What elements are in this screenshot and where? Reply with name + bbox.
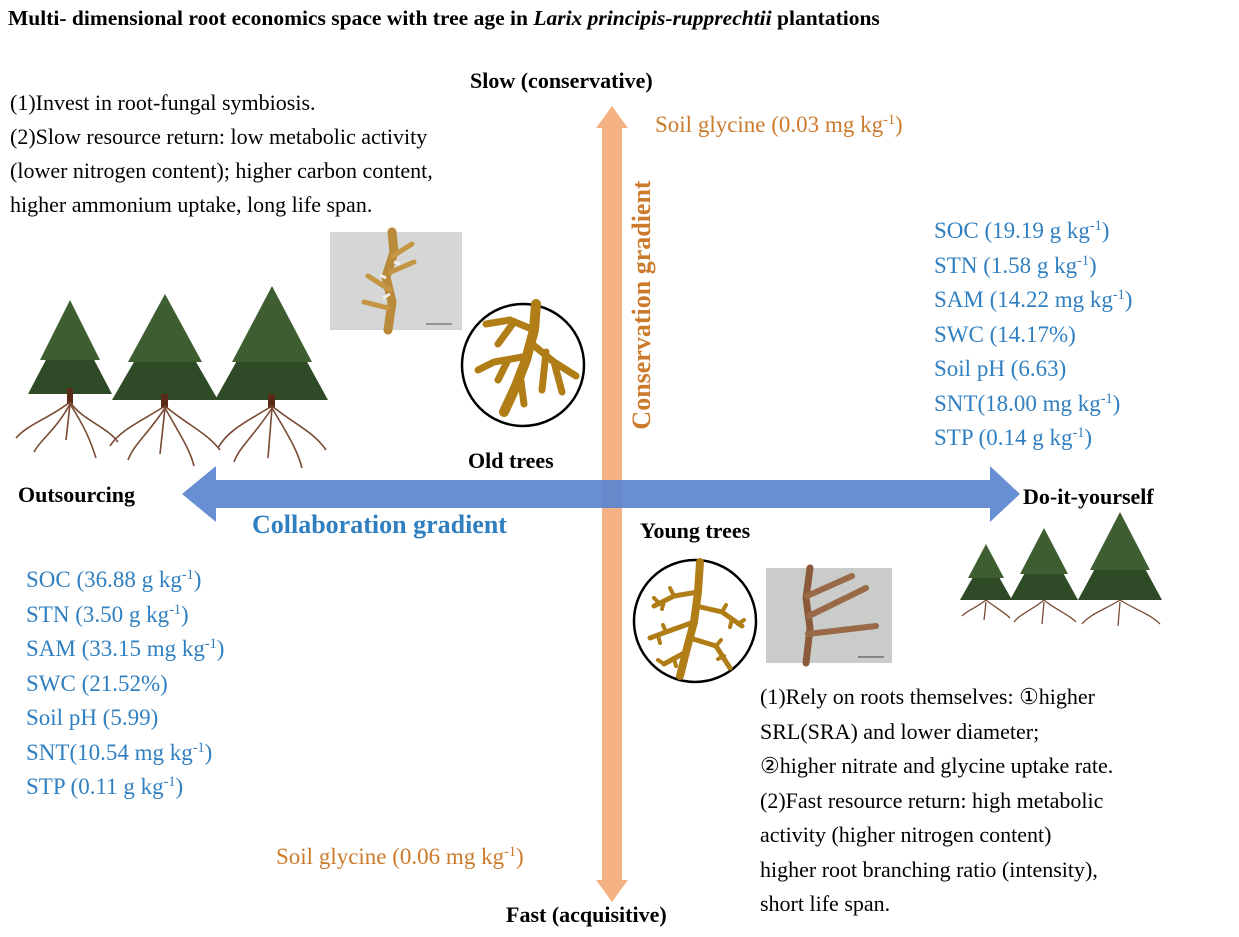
young-trait-line: (2)Fast resource return: high metabolic bbox=[760, 787, 1104, 813]
soil-item-text: SOC (36.88 g kg bbox=[26, 567, 182, 592]
soil-item-superscript: -1 bbox=[1089, 218, 1102, 235]
collaboration-gradient-label: Collaboration gradient bbox=[252, 510, 507, 539]
young-larch-tree-icon bbox=[960, 544, 1012, 621]
soil-item-superscript: -1 bbox=[1112, 287, 1125, 304]
old-larch-tree-icon bbox=[15, 300, 119, 459]
soil-item-text: SOC (19.19 g kg bbox=[934, 218, 1090, 243]
soil-item-text: SAM (33.15 mg kg bbox=[26, 636, 205, 661]
soil-item-text: SAM (14.22 mg kg bbox=[934, 287, 1113, 312]
young-trait-line: SRL(SRA) and lower diameter; bbox=[760, 718, 1040, 744]
old-larch-tree-icon bbox=[215, 286, 328, 469]
young-root-schematic-icon bbox=[632, 558, 758, 684]
old-trees-label: Old trees bbox=[468, 448, 554, 473]
soil-item: Soil pH (6.63) bbox=[934, 352, 1132, 387]
soil-item-text: ) bbox=[1101, 218, 1110, 243]
old-trait-line: (2)Slow resource return: low metabolic a… bbox=[10, 124, 428, 149]
soil-glycine-young: Soil glycine (0.06 mg kg-1) bbox=[276, 844, 524, 870]
soil-item-superscript: -1 bbox=[1077, 252, 1089, 269]
young-trees-traits: (1)Rely on roots themselves: ①higher SRL… bbox=[760, 680, 1113, 922]
soil-item: Soil pH (5.99) bbox=[26, 701, 224, 736]
soil-glycine-young-sup: -1 bbox=[504, 844, 516, 861]
soil-glycine-young-text: Soil glycine (0.06 mg kg bbox=[276, 844, 505, 869]
young-trait-line: activity (higher nitrogen content) bbox=[760, 822, 1052, 847]
young-trait-line: higher root branching ratio (intensity), bbox=[760, 856, 1098, 882]
old-root-schematic-icon bbox=[460, 299, 586, 428]
old-larch-tree-icon bbox=[109, 294, 221, 467]
old-trees-traits: (1)Invest in root-fungal symbiosis. (2)S… bbox=[10, 86, 433, 222]
soil-item-text: ) bbox=[175, 774, 184, 799]
young-trait-line: (1)Rely on roots themselves: ①higher bbox=[760, 684, 1095, 709]
soil-item-text: STP (0.14 g kg bbox=[934, 425, 1073, 450]
soil-item-text: ) bbox=[1124, 287, 1133, 312]
axis-label-left: Outsourcing bbox=[18, 482, 135, 507]
young-root-micrograph bbox=[766, 564, 892, 667]
old-trait-line: (1)Invest in root-fungal symbiosis. bbox=[10, 90, 316, 115]
soil-item: SWC (21.52%) bbox=[26, 667, 224, 702]
soil-item: SAM (33.15 mg kg-1) bbox=[26, 632, 224, 667]
soil-item: STP (0.11 g kg-1) bbox=[26, 770, 224, 805]
figure-title: Multi- dimensional root economics space … bbox=[8, 6, 1238, 31]
young-larch-tree-icon bbox=[1010, 528, 1078, 625]
soil-item: SOC (19.19 g kg-1) bbox=[934, 214, 1132, 249]
soil-glycine-old: Soil glycine (0.03 mg kg-1) bbox=[655, 112, 903, 138]
soil-item-text: ) bbox=[181, 601, 189, 627]
axis-label-right: Do-it-yourself bbox=[1023, 484, 1154, 509]
soil-item: STN (3.50 g kg-1) bbox=[26, 598, 224, 633]
horizontal-arrow-shape bbox=[182, 466, 1020, 522]
soil-item-text: ) bbox=[216, 636, 225, 661]
soil-item-text: SNT(18.00 mg kg bbox=[934, 390, 1101, 416]
axis-label-top: Slow (conservative) bbox=[470, 68, 653, 93]
soil-item-superscript: -1 bbox=[1072, 425, 1085, 442]
young-trees-label: Young trees bbox=[640, 518, 751, 543]
old-root-micrograph bbox=[330, 227, 462, 335]
soil-item-superscript: -1 bbox=[169, 601, 181, 618]
soil-item: SWC (14.17%) bbox=[934, 318, 1132, 353]
soil-glycine-old-text: Soil glycine (0.03 mg kg bbox=[655, 112, 884, 137]
soil-item-text: ) bbox=[204, 739, 213, 765]
soil-item-text: STN (3.50 g kg bbox=[26, 601, 170, 627]
soil-glycine-young-close: ) bbox=[515, 844, 524, 869]
soil-item-text: ) bbox=[193, 567, 202, 592]
conservation-gradient-label: Conservation gradient bbox=[627, 180, 656, 430]
soil-item-text: ) bbox=[1084, 425, 1092, 450]
old-trait-line: (lower nitrogen content); higher carbon … bbox=[10, 158, 433, 183]
soil-item-text: Soil pH (5.99) bbox=[26, 705, 159, 730]
right-soil-properties: SOC (19.19 g kg-1) STN (1.58 g kg-1) SAM… bbox=[934, 214, 1132, 456]
soil-item-text: SWC (14.17%) bbox=[934, 321, 1076, 347]
soil-item: SAM (14.22 mg kg-1) bbox=[934, 283, 1132, 318]
soil-item-superscript: -1 bbox=[163, 774, 176, 791]
old-larch-trees-illustration bbox=[15, 286, 328, 469]
soil-item-text: ) bbox=[1089, 252, 1097, 278]
soil-item-superscript: -1 bbox=[1100, 390, 1113, 407]
axis-label-bottom: Fast (acquisitive) bbox=[506, 902, 667, 927]
soil-item: SOC (36.88 g kg-1) bbox=[26, 563, 224, 598]
soil-item-text: ) bbox=[1112, 390, 1121, 416]
soil-item-text: STP (0.11 g kg bbox=[26, 774, 164, 799]
young-larch-tree-icon bbox=[1078, 512, 1162, 627]
old-trait-line: higher ammonium uptake, long life span. bbox=[10, 192, 373, 217]
soil-item: SNT(10.54 mg kg-1) bbox=[26, 736, 224, 771]
title-species: Larix principis-rupprechtii bbox=[533, 6, 772, 30]
soil-item: STP (0.14 g kg-1) bbox=[934, 421, 1132, 456]
title-suffix: plantations bbox=[771, 6, 880, 30]
soil-item-text: Soil pH (6.63) bbox=[934, 356, 1067, 381]
young-larch-trees-illustration bbox=[960, 512, 1162, 627]
young-trait-line: short life span. bbox=[760, 891, 891, 916]
soil-item: STN (1.58 g kg-1) bbox=[934, 249, 1132, 284]
soil-item-superscript: -1 bbox=[204, 636, 217, 653]
soil-item-superscript: -1 bbox=[181, 567, 194, 584]
soil-item-text: SNT(10.54 mg kg bbox=[26, 739, 193, 765]
soil-item-text: SWC (21.52%) bbox=[26, 670, 168, 696]
soil-glycine-old-sup: -1 bbox=[883, 112, 895, 129]
young-trait-line: ②higher nitrate and glycine uptake rate. bbox=[760, 753, 1114, 778]
title-prefix: Multi- dimensional root economics space … bbox=[8, 6, 534, 30]
soil-item-superscript: -1 bbox=[192, 739, 205, 756]
left-soil-properties: SOC (36.88 g kg-1) STN (3.50 g kg-1) SAM… bbox=[26, 563, 224, 805]
soil-item-text: STN (1.58 g kg bbox=[934, 252, 1078, 278]
soil-item: SNT(18.00 mg kg-1) bbox=[934, 387, 1132, 422]
soil-glycine-old-close: ) bbox=[894, 112, 903, 137]
